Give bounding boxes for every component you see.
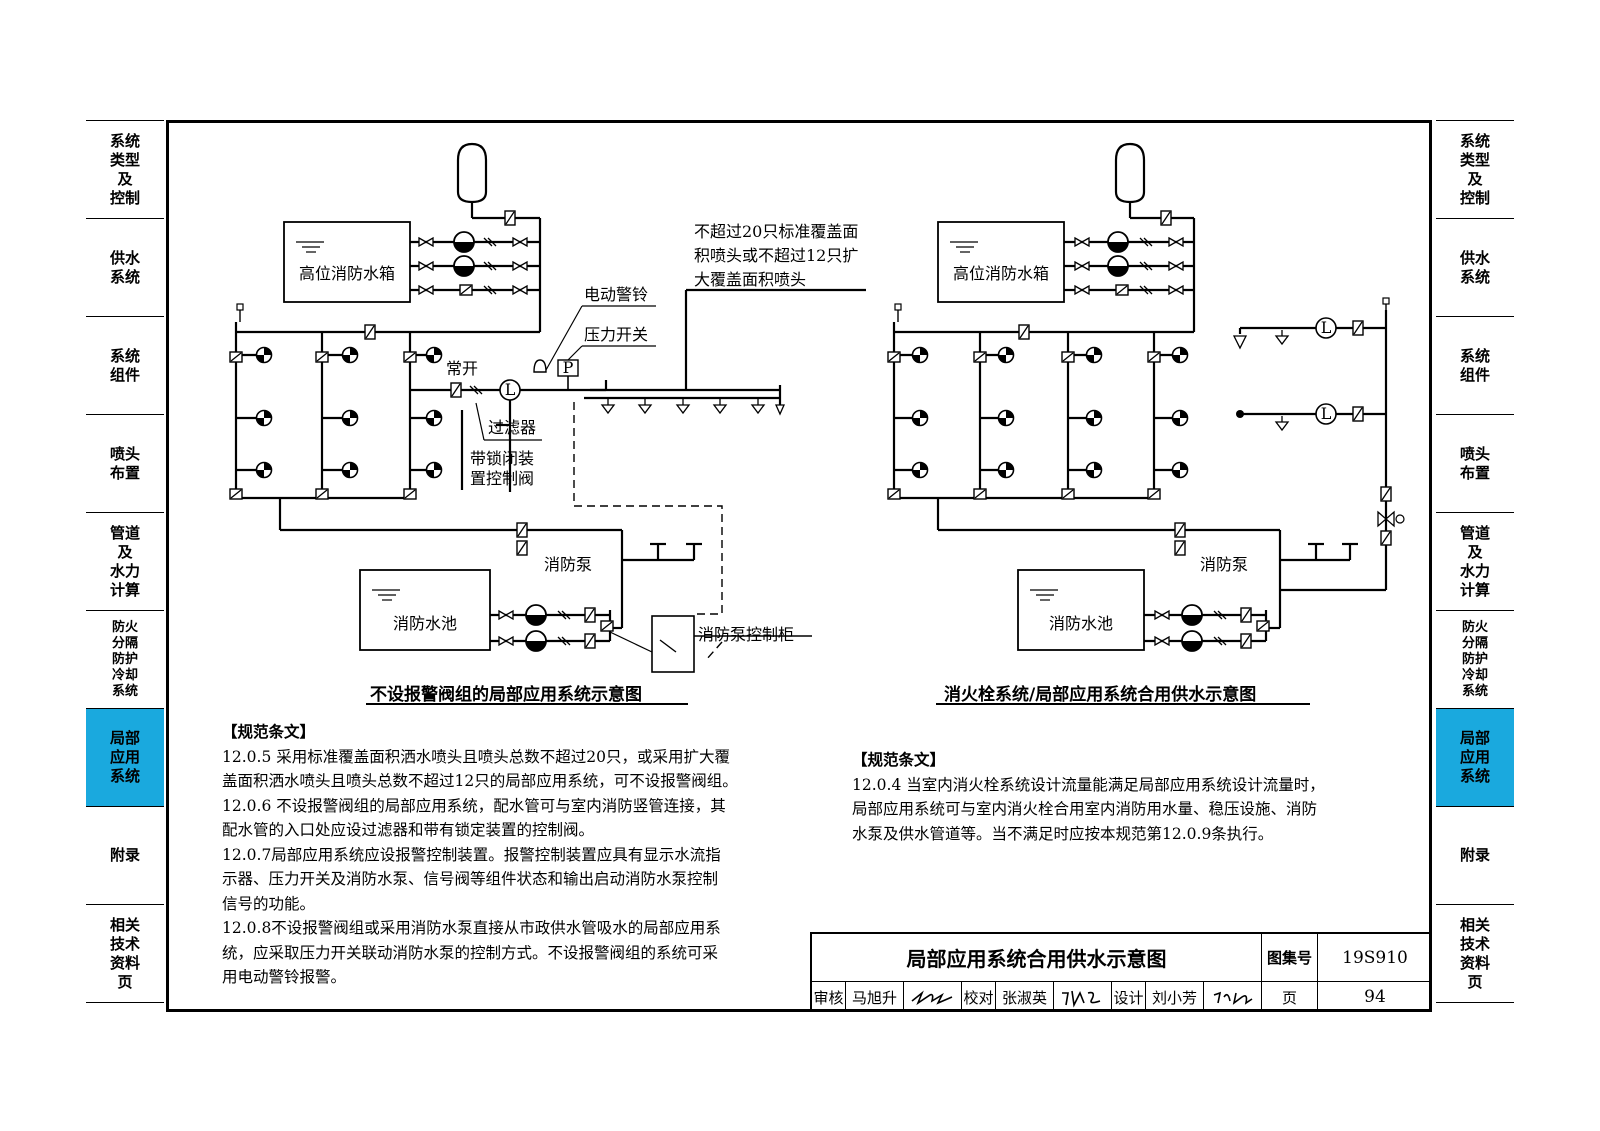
locked-valve-label-1: 带锁闭装: [470, 449, 534, 468]
right-diagram-caption: 消火栓系统/局部应用系统合用供水示意图: [944, 685, 1257, 705]
side-tab-system-type[interactable]: 系统 类型 及 控制: [1436, 120, 1514, 218]
filter-label: 过滤器: [488, 418, 536, 437]
signature-icon: [1061, 990, 1100, 1008]
checker-signature: [1054, 982, 1112, 1012]
side-tab-fire-separation[interactable]: 防火 分隔 防护 冷却 系统: [86, 610, 164, 708]
side-tab-fire-separation[interactable]: 防火 分隔 防护 冷却 系统: [1436, 610, 1514, 708]
title-block: 局部应用系统合用供水示意图 图集号 19S910 审核 马旭升 校对 张淑英 设…: [810, 932, 1432, 1012]
right-clause-line: 水泵及供水管道等。当不满足时应按本规范第12.0.9条执行。: [852, 824, 1274, 843]
side-tab-water-supply[interactable]: 供水 系统: [86, 218, 164, 316]
pressure-switch-symbol: P: [563, 358, 574, 377]
left-note-line3: 大覆盖面积喷头: [694, 270, 806, 289]
control-cabinet-label: 消防泵控制柜: [698, 625, 794, 644]
left-clause-line: 用电动警铃报警。: [222, 968, 347, 986]
flow-indicator-symbol: L: [505, 380, 516, 399]
left-clause-line: 统，应采取压力开关联动消防水泵的控制方式。不设报警阀组的系统可采: [222, 943, 719, 962]
flow-indicator-icon: [1315, 403, 1337, 425]
right-clause-line: 局部应用系统可与室内消火栓合用室内消防用水量、稳压设施、消防: [852, 800, 1318, 818]
right-clauses-heading: 【规范条文】: [852, 751, 946, 769]
left-clause-line: 盖面积洒水喷头且喷头总数不超过12只的局部应用系统，可不设报警阀组。: [222, 772, 738, 790]
side-tab-related-docs[interactable]: 相关 技术 资料 页: [1436, 904, 1514, 1002]
check-label: 校对: [962, 982, 996, 1012]
side-tabs-right: 系统 类型 及 控制 供水 系统 系统 组件 喷头 布置 管道 及 水力 计算 …: [1436, 120, 1514, 1003]
right-clauses: 【规范条文】 12.0.4 当室内消火栓系统设计流量能满足局部应用系统设计流量时…: [852, 748, 1325, 846]
reviewer-name: 马旭升: [846, 982, 904, 1012]
side-tab-components[interactable]: 系统 组件: [1436, 316, 1514, 414]
right-flow-symbol-1: L: [1321, 318, 1332, 337]
right-pump-label: 消防泵: [1200, 555, 1248, 574]
side-tab-local-application[interactable]: 局部 应用 系统: [86, 708, 164, 806]
side-tab-appendix[interactable]: 附录: [86, 806, 164, 904]
side-tab-water-supply[interactable]: 供水 系统: [1436, 218, 1514, 316]
side-tab-piping[interactable]: 管道 及 水力 计算: [1436, 512, 1514, 610]
right-pool-label: 消防水池: [1049, 614, 1113, 633]
left-clause-line: 信号的功能。: [222, 894, 316, 913]
signature-icon: [911, 990, 952, 1006]
left-diagram-caption: 不设报警阀组的局部应用系统示意图: [370, 685, 642, 705]
flow-indicator-icon: [499, 379, 521, 401]
left-signal-lines: [573, 402, 723, 661]
drain-valve-icon: [1236, 410, 1244, 418]
design-label: 设计: [1112, 982, 1146, 1012]
normally-open-label: 常开: [446, 359, 478, 378]
right-clause-line: 12.0.4 当室内消火栓系统设计流量能满足局部应用系统设计流量时，: [852, 775, 1325, 794]
signature-icon: [1213, 991, 1252, 1005]
atlas-number: 19S910: [1318, 934, 1432, 982]
checker-name: 张淑英: [996, 982, 1054, 1012]
end-test-valve-icon: [1232, 335, 1248, 350]
right-symbols: L L: [887, 210, 1405, 652]
side-tab-sprinkler-layout[interactable]: 喷头 布置: [86, 414, 164, 512]
left-pool-label: 消防水池: [393, 614, 457, 633]
title-block-title: 局部应用系统合用供水示意图: [812, 934, 1262, 982]
page-number: 94: [1364, 987, 1386, 1007]
left-clause-line: 示器、压力开关及消防水泵、信号阀等组件状态和输出启动消防水泵控制: [222, 870, 719, 888]
left-clause-line: 12.0.8不设报警阀组或采用消防水泵直接从市政供水管吸水的局部应用系: [222, 919, 721, 937]
reviewer-signature: [904, 982, 962, 1012]
left-clauses: 【规范条文】 12.0.5 采用标准覆盖面积洒水喷头且喷头总数不超过20只，或采…: [222, 720, 738, 990]
locked-valve-label-2: 置控制阀: [470, 469, 534, 488]
end-test-valve-icon: [774, 404, 786, 416]
right-tank-label: 高位消防水箱: [953, 264, 1049, 283]
left-note-line1: 不超过20只标准覆盖面: [694, 222, 858, 241]
left-pump-label: 消防泵: [544, 555, 592, 574]
drawing-frame: [166, 120, 1432, 1012]
pressure-reducing-valve-icon: [1377, 510, 1395, 528]
atlas-number-label: 图集号: [1262, 934, 1318, 982]
side-tab-appendix[interactable]: 附录: [1436, 806, 1514, 904]
designer-name: 刘小芳: [1146, 982, 1204, 1012]
left-clause-line: 配水管的入口处应设过滤器和带有锁定装置的控制阀。: [222, 821, 595, 839]
left-note-line2: 积喷头或不超过12只扩: [694, 246, 858, 265]
side-tab-sprinkler-layout[interactable]: 喷头 布置: [1436, 414, 1514, 512]
pressure-switch-label: 压力开关: [584, 325, 648, 344]
review-label: 审核: [812, 982, 846, 1012]
page-label: 页: [1262, 982, 1318, 1012]
flow-indicator-icon: [1315, 317, 1337, 339]
side-tabs-left: 系统 类型 及 控制 供水 系统 系统 组件 喷头 布置 管道 及 水力 计算 …: [86, 120, 164, 1003]
right-piping: [892, 142, 1388, 651]
alarm-bell-icon: [533, 359, 547, 373]
designer-signature: [1204, 982, 1262, 1012]
left-tank-label: 高位消防水箱: [299, 264, 395, 283]
left-clause-line: 12.0.7局部应用系统应设报警控制装置。报警控制装置应具有显示水流指: [222, 845, 721, 864]
side-tab-piping[interactable]: 管道 及 水力 计算: [86, 512, 164, 610]
right-flow-symbol-2: L: [1321, 404, 1332, 423]
side-tab-system-type[interactable]: 系统 类型 及 控制: [86, 120, 164, 218]
side-tab-local-application[interactable]: 局部 应用 系统: [1436, 708, 1514, 806]
left-clauses-heading: 【规范条文】: [222, 723, 316, 741]
left-clause-line: 12.0.6 不设报警阀组的局部应用系统，配水管可与室内消防竖管连接，其: [222, 796, 726, 815]
left-clause-line: 12.0.5 采用标准覆盖面积洒水喷头且喷头总数不超过20只，或采用扩大覆: [222, 747, 730, 766]
side-tab-related-docs[interactable]: 相关 技术 资料 页: [86, 904, 164, 1002]
side-tab-components[interactable]: 系统 组件: [86, 316, 164, 414]
alarm-bell-label: 电动警铃: [584, 285, 648, 304]
left-symbols: P L: [229, 210, 786, 652]
